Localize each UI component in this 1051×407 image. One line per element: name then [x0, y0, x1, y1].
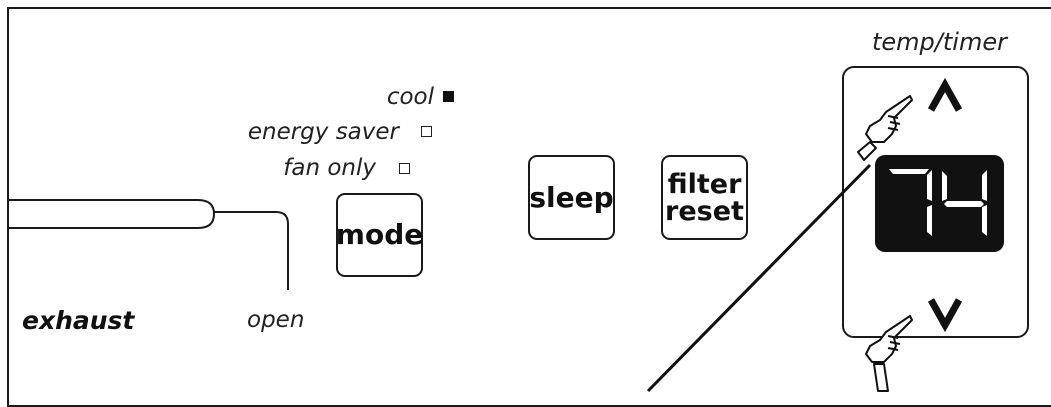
seven-segment-digits — [889, 169, 987, 236]
temp-up-button[interactable] — [927, 77, 963, 114]
digit-4 — [942, 170, 987, 236]
digit-7 — [889, 169, 932, 236]
pointer-line — [646, 163, 872, 393]
sleep-button[interactable]: sleep — [528, 155, 615, 240]
filter-reset-label-line2: reset — [665, 195, 744, 227]
fan-only-indicator-icon — [399, 163, 410, 174]
filter-reset-label-line1: filter — [667, 168, 742, 200]
sleep-button-label: sleep — [529, 180, 614, 214]
pointing-hand-icon — [865, 315, 913, 392]
open-label: open — [247, 307, 305, 333]
temperature-display: 74 — [875, 155, 1004, 252]
temp-timer-label: temp/timer — [872, 28, 1007, 56]
vent-lever-graphic — [9, 199, 289, 290]
mode-label-fan-only: fan only — [283, 155, 376, 181]
filter-reset-button[interactable]: filter reset — [661, 155, 748, 240]
pointing-hand-icon — [857, 95, 913, 161]
mode-label-energy-saver: energy saver — [247, 119, 399, 145]
exhaust-label: exhaust — [22, 306, 135, 335]
mode-button-label: mode — [335, 218, 424, 251]
cool-indicator-icon — [443, 91, 454, 102]
mode-button[interactable]: mode — [336, 193, 423, 277]
energy-saver-indicator-icon — [421, 126, 432, 137]
mode-label-cool: cool — [386, 84, 434, 110]
temp-down-button[interactable] — [927, 296, 963, 333]
